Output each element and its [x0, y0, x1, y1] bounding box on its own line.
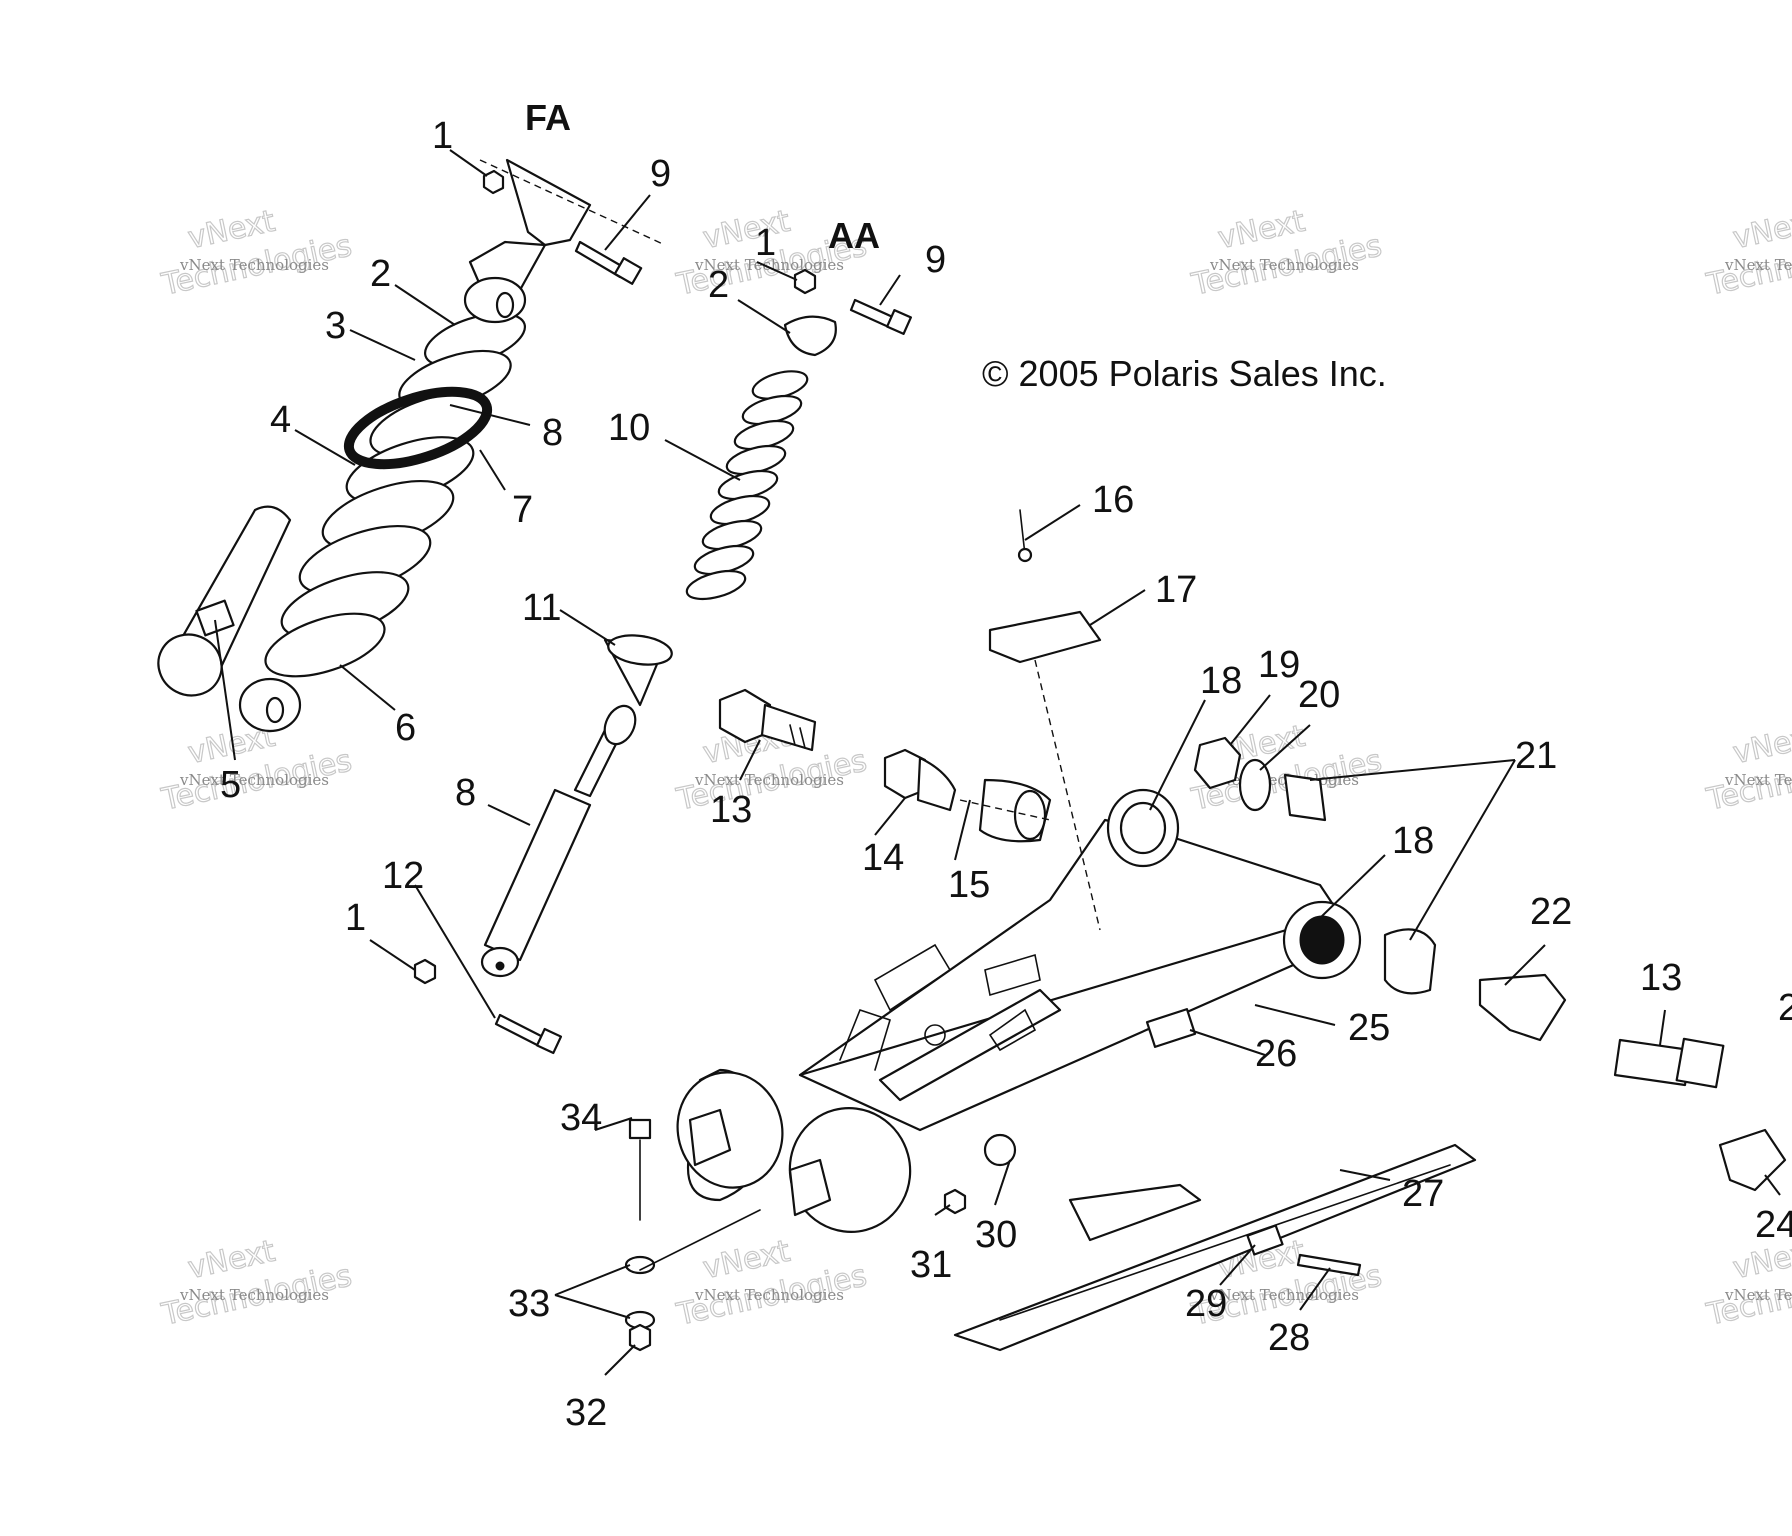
callout-13-right: 13: [1640, 957, 1682, 999]
callout-1-lower: 1: [345, 897, 366, 939]
svg-text:vNext Technologies: vNext Technologies: [1209, 256, 1359, 274]
callout-2-aa: 2: [708, 264, 729, 306]
callout-6: 6: [395, 707, 416, 749]
left-coil-spring: [264, 312, 527, 678]
callout-22: 22: [1530, 891, 1572, 933]
shock-assembly-left: [157, 158, 666, 733]
callout-10: 10: [608, 407, 650, 449]
callout-32: 32: [565, 1392, 607, 1434]
svg-text:vNext Technologies: vNext Technologies: [694, 771, 844, 789]
callout-2: 2: [370, 253, 391, 295]
view-label-aa: AA: [828, 215, 880, 256]
callout-24: 24: [1755, 1204, 1792, 1246]
callout-2-right: 2: [1778, 987, 1792, 1029]
shock-assembly-right: [480, 268, 912, 978]
svg-text:vNext Technologies: vNext Technologies: [1724, 1286, 1792, 1304]
swing-arm: [676, 788, 1362, 1233]
callout-1: 1: [432, 115, 453, 157]
svg-text:vNext Technologies: vNext Technologies: [694, 1286, 844, 1304]
spring-retainer: [783, 315, 837, 357]
callout-5: 5: [220, 764, 241, 806]
callout-9-aa: 9: [925, 239, 946, 281]
nut-aa: [793, 268, 817, 295]
callout-27: 27: [1402, 1173, 1444, 1215]
callout-4: 4: [270, 399, 291, 441]
callout-13: 13: [710, 789, 752, 831]
copyright-notice: © 2005 Polaris Sales Inc.: [982, 353, 1387, 394]
callout-3: 3: [325, 305, 346, 347]
callout-29: 29: [1185, 1283, 1227, 1325]
callout-15: 15: [948, 864, 990, 906]
coil-spring-10: [685, 370, 809, 601]
svg-text:vNext Technologies: vNext Technologies: [179, 1286, 329, 1304]
callout-34: 34: [560, 1097, 602, 1139]
svg-text:vNext Technologies: vNext Technologies: [179, 771, 329, 789]
svg-text:vNext: vNext: [1730, 719, 1792, 772]
callout-20: 20: [1298, 674, 1340, 716]
callout-7: 7: [512, 489, 533, 531]
callout-9: 9: [650, 153, 671, 195]
callout-28: 28: [1268, 1317, 1310, 1359]
watermark-9: Technologies vNext vNext Technologies: [158, 1233, 356, 1333]
callout-17: 17: [1155, 569, 1197, 611]
callout-21: 21: [1515, 735, 1557, 777]
callout-16: 16: [1092, 479, 1134, 521]
callout-25: 25: [1348, 1007, 1390, 1049]
callout-30: 30: [975, 1214, 1017, 1256]
watermark-3: Technologies vNext vNext Technologies: [1188, 203, 1386, 303]
svg-text:vNext Technologies: vNext Technologies: [1724, 256, 1792, 274]
chain-guide: [953, 1143, 1477, 1352]
svg-text:vNext Technologies: vNext Technologies: [1209, 1286, 1359, 1304]
watermark-8: Technologies vNext vNext Technologies: [1703, 718, 1792, 818]
callout-31: 31: [910, 1244, 952, 1286]
svg-text:vNext: vNext: [1730, 204, 1792, 257]
callout-33: 33: [508, 1283, 550, 1325]
callout-8-damper: 8: [455, 772, 476, 814]
svg-text:vNext Technologies: vNext Technologies: [694, 256, 844, 274]
leader-lines: [214, 149, 1781, 1376]
callout-11: 11: [522, 587, 561, 629]
callout-26: 26: [1255, 1033, 1297, 1075]
callout-12: 12: [382, 855, 424, 897]
callout-18: 18: [1200, 660, 1242, 702]
callout-18-lower: 18: [1392, 820, 1434, 862]
watermark-1: Technologies vNext vNext Technologies: [158, 203, 356, 303]
pivot-hardware: [718, 688, 1052, 843]
nut-lower: [413, 958, 437, 985]
watermark-4: Technologies vNext vNext Technologies: [1703, 203, 1792, 303]
svg-text:vNext Technologies: vNext Technologies: [1724, 771, 1792, 789]
view-label-fa: FA: [525, 97, 571, 138]
callout-8: 8: [542, 412, 563, 454]
watermark-small-text: vNext Technologies: [179, 256, 329, 274]
callout-14: 14: [862, 837, 904, 879]
callout-19: 19: [1258, 644, 1300, 686]
callout-1-aa: 1: [755, 222, 776, 264]
callouts: 1 9 2 3 4 8 7 5 6 1 2 9 10 11 8 12 1 13 …: [220, 115, 1792, 1434]
watermark-10: Technologies vNext vNext Technologies: [673, 1233, 871, 1333]
bracket-17: [988, 610, 1102, 664]
